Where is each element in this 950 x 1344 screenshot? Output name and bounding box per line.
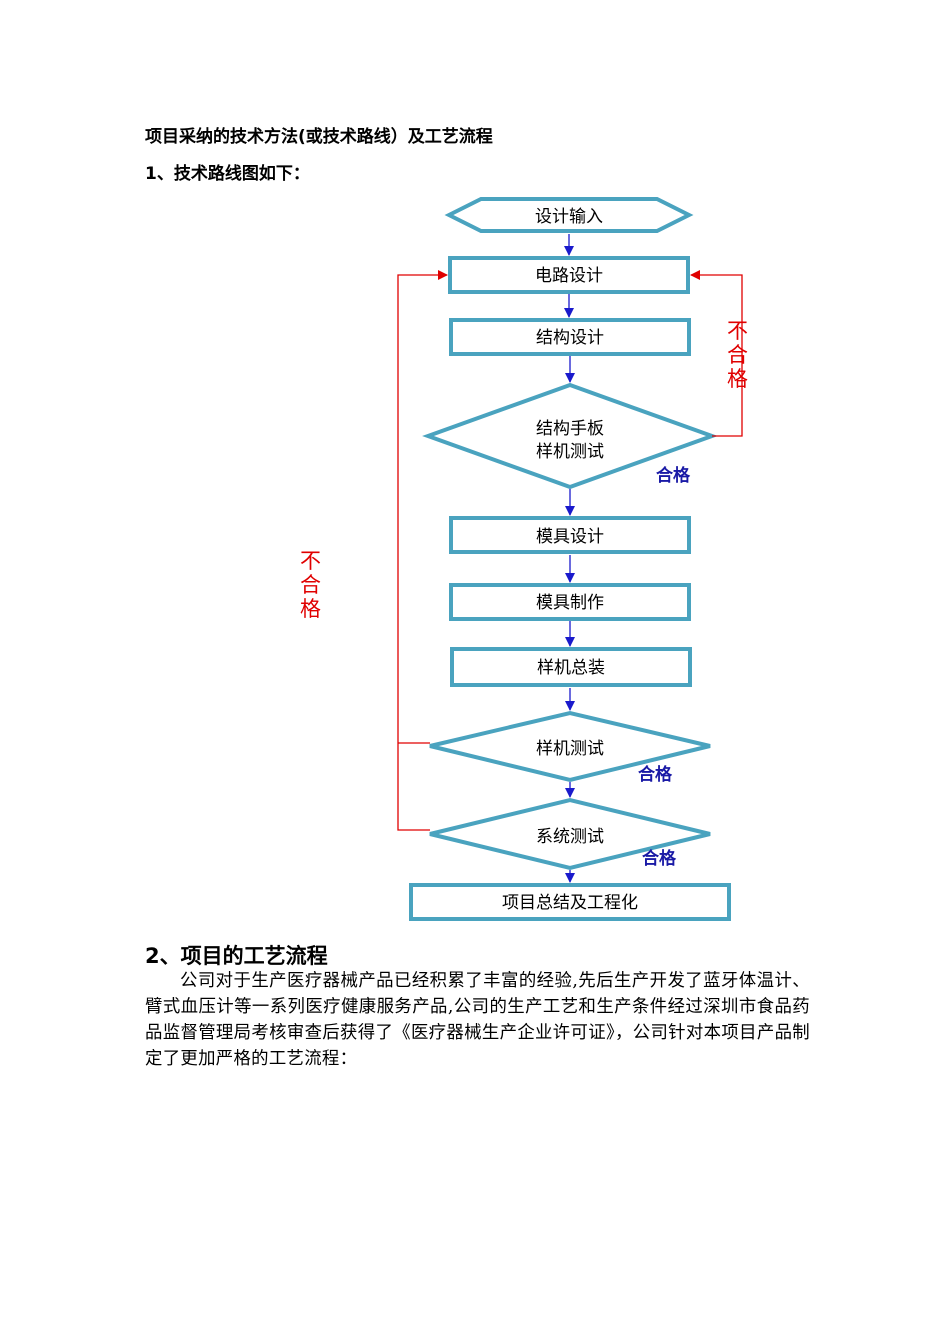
fail-label-right-1: 不 [727, 319, 748, 343]
label-circuit-design: 电路设计 [535, 266, 603, 286]
fail-label-right-2: 合 [727, 343, 748, 367]
section2-heading: 2、项目的工艺流程 [145, 944, 328, 968]
label-sample-test: 样机测试 [536, 739, 604, 759]
fail-loop-tests [397, 270, 448, 831]
fail-label-right-3: 格 [727, 367, 748, 391]
node-mold-design [449, 516, 691, 554]
node-structure-design [449, 318, 691, 356]
label-prototype-line2: 样机测试 [536, 442, 604, 462]
process-paragraph: 公司对于生产医疗器械产品已经积累了丰富的经验,先后生产开发了蓝牙体温计、臂式血压… [145, 971, 810, 1069]
fail-label-left-3: 格 [300, 597, 321, 621]
label-system-test: 系统测试 [536, 827, 604, 847]
label-mold-making: 模具制作 [536, 593, 604, 613]
node-system-test [429, 797, 711, 871]
pass-label-system-test: 合格 [642, 848, 677, 869]
fail-loop-prototype [690, 270, 743, 437]
node-mold-making [449, 583, 691, 621]
node-summary [409, 883, 731, 921]
label-summary: 项目总结及工程化 [502, 893, 638, 913]
pass-label-prototype: 合格 [656, 465, 691, 486]
label-assembly: 样机总装 [537, 658, 605, 678]
label-structure-design: 结构设计 [536, 328, 604, 348]
node-design-input [444, 197, 694, 233]
label-prototype-line1: 结构手板 [536, 419, 604, 439]
section1-heading: 1、技术路线图如下： [145, 164, 310, 184]
tech-route-flowchart: 设计输入 电路设计 结构设计 结构手板 样机测试 模具设计 模具制作 样机总装 … [300, 197, 748, 921]
node-sample-test [429, 710, 711, 783]
fail-label-left-1: 不 [300, 549, 321, 573]
fail-label-left-2: 合 [300, 573, 321, 597]
label-mold-design: 模具设计 [536, 527, 604, 547]
node-assembly [450, 647, 692, 687]
label-design-input: 设计输入 [535, 207, 603, 227]
document-title: 项目采纳的技术方法(或技术路线）及工艺流程 [145, 127, 493, 147]
node-circuit-design [448, 256, 690, 294]
pass-label-sample-test: 合格 [638, 764, 673, 785]
